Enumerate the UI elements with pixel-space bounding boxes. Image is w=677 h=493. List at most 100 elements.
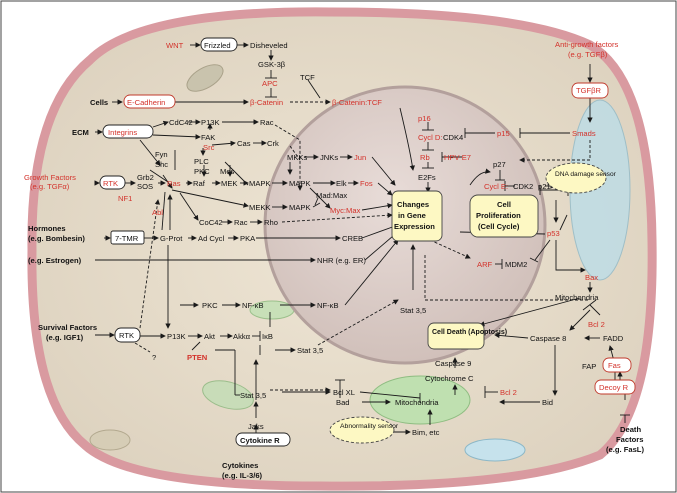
label-fap: FAP xyxy=(582,362,596,371)
label-7tmr: 7-TMR xyxy=(115,234,139,243)
label-prolif-3: (Cell Cycle) xyxy=(478,222,520,231)
label-cycl-d: Cycl D: xyxy=(418,133,442,142)
label-crk: Crk xyxy=(267,139,279,148)
label-pkc-2: PKC xyxy=(202,301,218,310)
label-mapk-2: MAPK xyxy=(289,179,311,188)
label-p53: p53 xyxy=(547,229,560,238)
label-p16: p16 xyxy=(418,114,431,123)
label-mapk: MAPK xyxy=(249,179,271,188)
label-caspase-8: Caspase 8 xyxy=(530,334,566,343)
label-rho: Rho xyxy=(264,218,278,227)
label-coc42: CoC42 xyxy=(199,218,223,227)
label-myc-max: Myc:Max xyxy=(330,206,361,215)
label-abnormality-sensor: Abnormality sensor xyxy=(340,423,399,430)
label-ecm: ECM xyxy=(72,128,89,137)
label-question: ? xyxy=(152,353,156,362)
er-shape xyxy=(464,438,526,462)
label-akka: Akkα xyxy=(233,332,251,341)
label-beta-catenin: β-Catenin xyxy=(250,98,283,107)
label-fas: Fas xyxy=(608,361,621,370)
label-hormones-example: (e.g. Bombesin) xyxy=(28,234,85,243)
label-cytokines-example: (e.g. IL-3/6) xyxy=(222,471,263,480)
label-anti-growth: Anti-growth factors xyxy=(555,40,619,49)
label-stat35-b: Stat 3,5 xyxy=(297,346,323,355)
label-cytokines: Cytokines xyxy=(222,461,258,470)
label-pkc: PKC xyxy=(194,167,210,176)
label-jaks: Jaks xyxy=(248,422,264,431)
label-factors: Factors xyxy=(616,435,643,444)
label-anti-growth-example: (e.g. TGFβ) xyxy=(568,50,608,59)
label-survival-factors: Survival Factors xyxy=(38,323,97,332)
label-integrins: Integrins xyxy=(108,128,137,137)
label-plc: PLC xyxy=(194,157,209,166)
frizzled-box xyxy=(200,37,238,52)
label-fyn: Fyn xyxy=(155,150,168,159)
label-cytochrome-c: Cytochrome C xyxy=(425,374,474,383)
label-cycl-e: Cycl E: xyxy=(484,182,508,191)
label-cell-death: Cell Death (Apoptosis) xyxy=(432,329,507,336)
label-creb: CREB xyxy=(342,234,363,243)
label-mad-max: Mad:Max xyxy=(316,191,347,200)
label-gene-2: in Gene xyxy=(398,211,426,220)
label-smads: Smads xyxy=(572,129,596,138)
label-prolif-1: Cell xyxy=(497,200,511,209)
label-nf1: NF1 xyxy=(118,194,132,203)
label-stat35-a: Stat 3,5 xyxy=(400,306,426,315)
label-survival-factors-example: (e.g. IGF1) xyxy=(46,333,84,342)
label-p27: p27 xyxy=(493,160,506,169)
label-raf: Raf xyxy=(193,179,206,188)
label-apc: APC xyxy=(262,79,278,88)
label-p13k: P13K xyxy=(201,118,220,127)
label-akt: Akt xyxy=(204,332,216,341)
label-death-example: (e.g. FasL) xyxy=(606,445,644,454)
cell-death-box xyxy=(427,322,485,350)
label-bax: Bax xyxy=(585,273,598,282)
label-frizzled: Frizzled xyxy=(204,41,231,50)
tmr-box xyxy=(110,230,145,245)
label-rb: Rb xyxy=(420,153,430,162)
label-src: Src xyxy=(203,143,215,152)
label-stat35-c: Stat 3,5 xyxy=(240,391,266,400)
label-caspase-9: Caspase 9 xyxy=(435,359,471,368)
label-abl: Abl xyxy=(152,208,163,217)
label-rac: Rac xyxy=(260,118,274,127)
label-shc: Shc xyxy=(155,160,168,169)
label-bcl-xl: Bcl XL xyxy=(333,388,355,397)
decoy-r-box xyxy=(594,379,636,395)
label-bcl2-b: Bcl 2 xyxy=(500,388,517,397)
label-mekk: MEKK xyxy=(249,203,271,212)
dna-damage-sensor xyxy=(545,162,607,194)
label-cdk2: CDK2 xyxy=(513,182,533,191)
cell-proliferation-box xyxy=(469,194,539,238)
label-mek: MEK xyxy=(221,179,237,188)
pathway-boxes xyxy=(99,37,636,447)
rtk-box-1 xyxy=(99,175,126,190)
label-gene-1: Changes xyxy=(397,200,429,209)
label-bim: Bim, etc xyxy=(412,428,440,437)
label-cells: Cells xyxy=(90,98,108,107)
label-nfkb-1: NF-κB xyxy=(242,301,264,310)
label-sos: SOS xyxy=(137,182,153,191)
label-cdc42: CdC42 xyxy=(169,118,193,127)
label-mitochondria-2: Mitochondria xyxy=(395,398,439,407)
mitochondrion-shape xyxy=(186,64,224,92)
label-ad-cycl: Ad Cycl xyxy=(198,234,224,243)
label-elk: Elk xyxy=(336,179,347,188)
label-ikb: IκB xyxy=(262,332,273,341)
label-estrogen: (e.g. Estrogen) xyxy=(28,256,82,265)
label-hormones: Hormones xyxy=(28,224,66,233)
label-rtk-1: RTK xyxy=(103,179,118,188)
cytokine-r-box xyxy=(235,432,291,447)
abnormality-sensor xyxy=(329,416,395,444)
label-growth-factors: Growth Factors xyxy=(24,173,76,182)
label-bcl2-a: Bcl 2 xyxy=(588,320,605,329)
label-mos: Mos xyxy=(220,167,235,176)
label-mdm2: MDM2 xyxy=(505,260,527,269)
label-g-prot: G-Prot xyxy=(160,234,183,243)
label-disheveled: Disheveled xyxy=(250,41,288,50)
label-fos: Fos xyxy=(360,179,373,188)
label-hpv-e7: HPV E7 xyxy=(444,153,471,162)
pathway-edges xyxy=(94,42,630,435)
label-cytokine-r: Cytokine R xyxy=(240,436,280,445)
